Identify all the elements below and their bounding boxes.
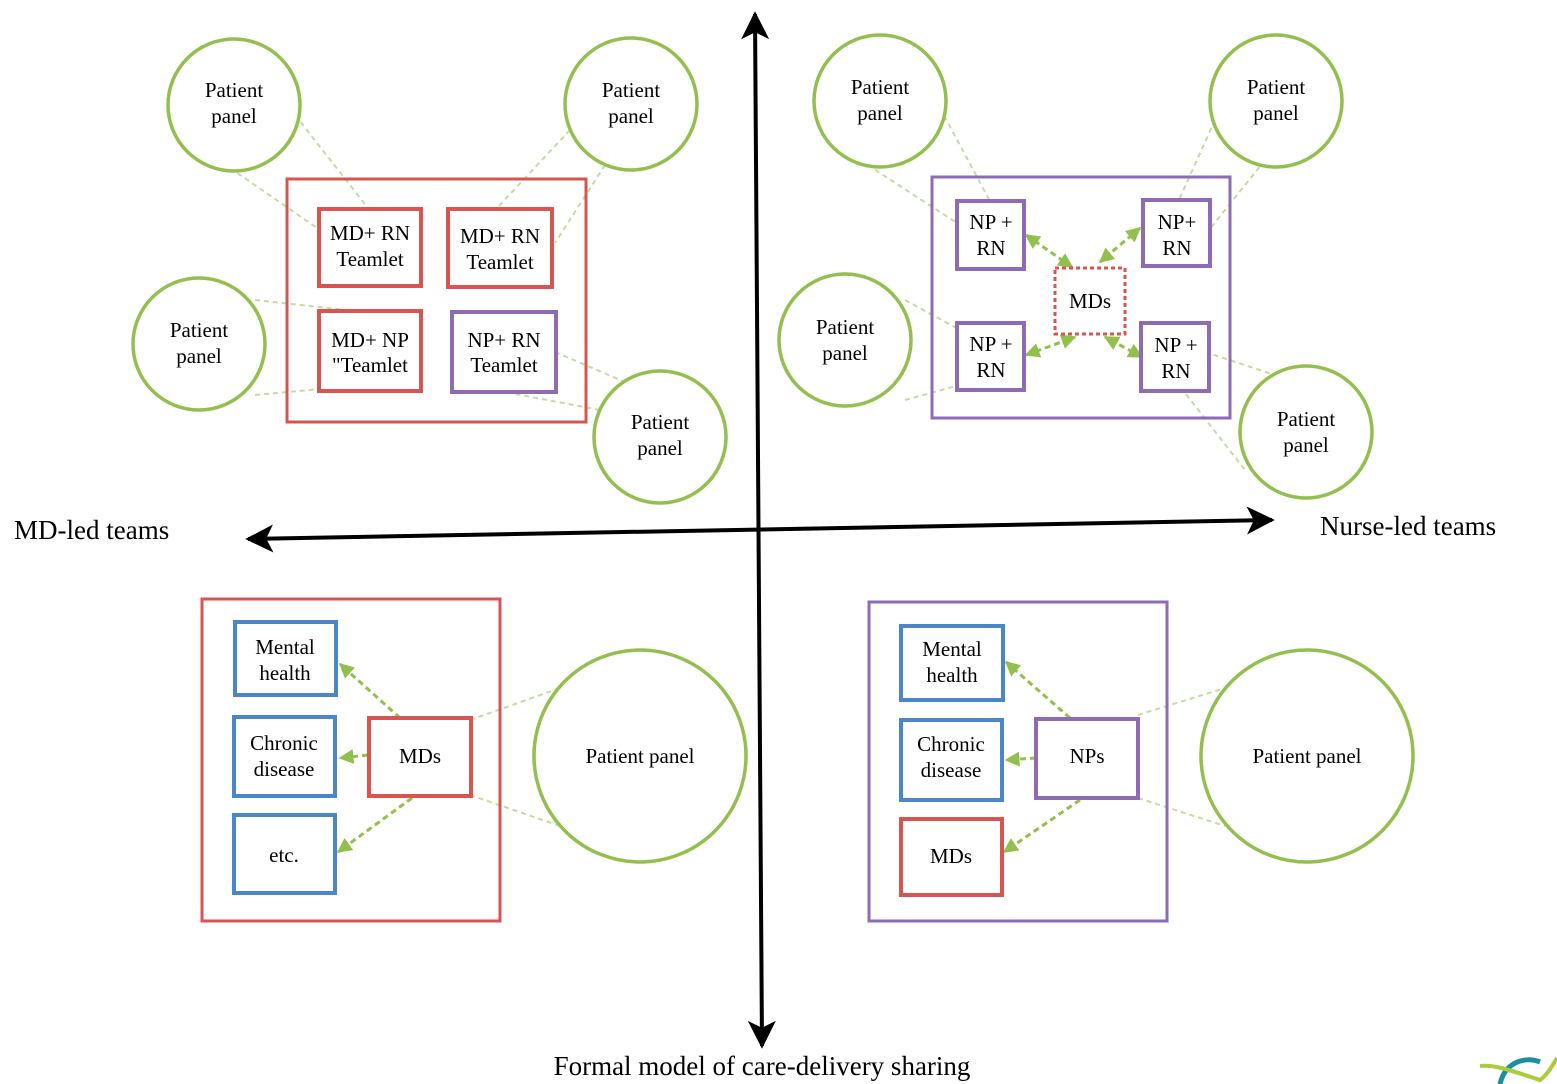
team-np-rn-1-label: NP + [969,210,1012,234]
quadrant-md-led-formal: Mental health Chronic disease etc. MDs P… [200,597,748,923]
mds-box-label: MDs [930,844,972,868]
quadrant-nurse-led-formal: Mental health Chronic disease MDs NPs Pa… [867,600,1415,923]
mds-hub-label: MDs [399,744,441,768]
logo-mark [1479,1056,1557,1084]
teamlet-np-rn-label: NP+ RN [467,328,540,352]
teamlet-md-np-sub: "Teamlet [332,353,408,377]
quadrant-nurse-led-teams: NP + RN NP+ RN NP + RN NP + RN MDs Patie… [777,33,1374,500]
md-led-container [285,177,588,424]
consult-arrows [1024,226,1144,359]
svg-text:panel: panel [857,101,903,125]
teamlet-md-rn-2-sub: Teamlet [466,250,533,274]
specialty-chronic-disease-sub: disease [921,758,982,782]
axis-label-formal-model: Formal model of care-delivery sharing [554,1051,971,1081]
axes: MD-led teams Nurse-led teams Formal mode… [14,11,1496,1081]
teamlet-md-rn-2-label: MD+ RN [460,224,540,248]
specialty-chronic-disease [899,718,1004,802]
specialty-etc [232,813,337,895]
svg-text:panel: panel [1253,101,1299,125]
panel-connectors [229,114,626,411]
nurse-led-container [930,175,1232,420]
team-np-rn-1-sub: RN [976,236,1005,260]
specialty-mental-health [899,624,1005,702]
axis-label-nurse-led: Nurse-led teams [1320,511,1496,541]
svg-text:Patient: Patient [1247,75,1305,99]
specialty-chronic-disease-sub: disease [254,757,315,781]
team-np-rn-3-label: NP + [969,332,1012,356]
svg-text:Patient panel: Patient panel [585,744,694,768]
nps-hub-label: NPs [1069,744,1104,768]
team-np-rn-3-sub: RN [976,358,1005,382]
team-np-rn-4-label: NP + [1154,333,1197,357]
referral-arrows [1002,660,1081,854]
teamlet-md-rn-1 [317,207,423,288]
panel-connectors [1137,687,1226,827]
specialty-mental-health-sub: health [259,661,311,685]
nps-hub [1034,717,1140,800]
svg-text:Patient: Patient [205,78,263,102]
specialty-etc-label: etc. [269,843,299,867]
patient-panel: Patient panel [563,36,699,172]
patient-panel: Patient panel [777,272,913,408]
svg-text:Patient: Patient [851,75,909,99]
svg-text:Patient: Patient [631,410,689,434]
svg-text:panel: panel [176,344,222,368]
mds-box [899,817,1004,897]
svg-text:panel: panel [822,341,868,365]
patient-panel: Patient panel [131,276,267,412]
svg-text:Patient: Patient [602,78,660,102]
svg-text:Patient: Patient [816,315,874,339]
team-np-rn-4 [1139,321,1211,393]
svg-text:panel: panel [211,104,257,128]
team-np-rn-2 [1141,198,1212,268]
team-np-rn-2-label: NP+ [1158,210,1197,234]
horizontal-axis [245,506,1275,553]
specialty-mental-health-label: Mental [922,637,982,661]
teamlet-md-rn-1-sub: Teamlet [336,247,403,271]
teamlet-md-rn-1-label: MD+ RN [330,221,410,245]
teamlet-md-np-label: MD+ NP [331,328,409,352]
teamlet-md-rn-2 [446,207,554,289]
patient-panel: Patient panel [1208,33,1344,169]
axis-label-md-led: MD-led teams [14,515,169,545]
team-np-rn-1 [955,199,1026,271]
patient-panel: Patient panel [532,648,748,864]
panel-connectors [469,687,561,827]
mds-center [1053,266,1127,336]
referral-arrows [336,662,413,854]
specialty-chronic-disease-label: Chronic [250,731,318,755]
patient-panel: Patient panel [1199,648,1415,864]
svg-text:Patient: Patient [1277,407,1335,431]
svg-text:Patient: Patient [170,318,228,342]
team-np-rn-4-sub: RN [1161,359,1190,383]
specialty-mental-health [233,620,338,697]
svg-text:panel: panel [1283,433,1329,457]
md-led-formal-container [200,597,502,923]
specialty-mental-health-label: Mental [255,635,315,659]
mds-hub [367,716,473,798]
mds-center-label: MDs [1069,289,1111,313]
teamlet-np-rn-sub: Teamlet [470,353,537,377]
patient-panel: Patient panel [166,37,302,173]
svg-text:panel: panel [608,104,654,128]
svg-text:panel: panel [637,436,683,460]
specialty-chronic-disease [232,715,337,798]
svg-text:Patient panel: Patient panel [1252,744,1361,768]
teamlet-np-rn [450,310,558,394]
teamlet-md-np [317,309,423,393]
specialty-mental-health-sub: health [926,663,978,687]
patient-panel: Patient panel [592,369,728,505]
nurse-led-formal-container [867,600,1169,923]
quadrant-md-led-teamlets: MD+ RN Teamlet MD+ RN Teamlet MD+ NP "Te… [131,36,728,505]
specialty-chronic-disease-label: Chronic [917,732,985,756]
patient-panel: Patient panel [812,33,948,169]
patient-panel: Patient panel [1238,364,1374,500]
team-np-rn-3 [955,321,1026,392]
team-np-rn-2-sub: RN [1162,236,1191,260]
